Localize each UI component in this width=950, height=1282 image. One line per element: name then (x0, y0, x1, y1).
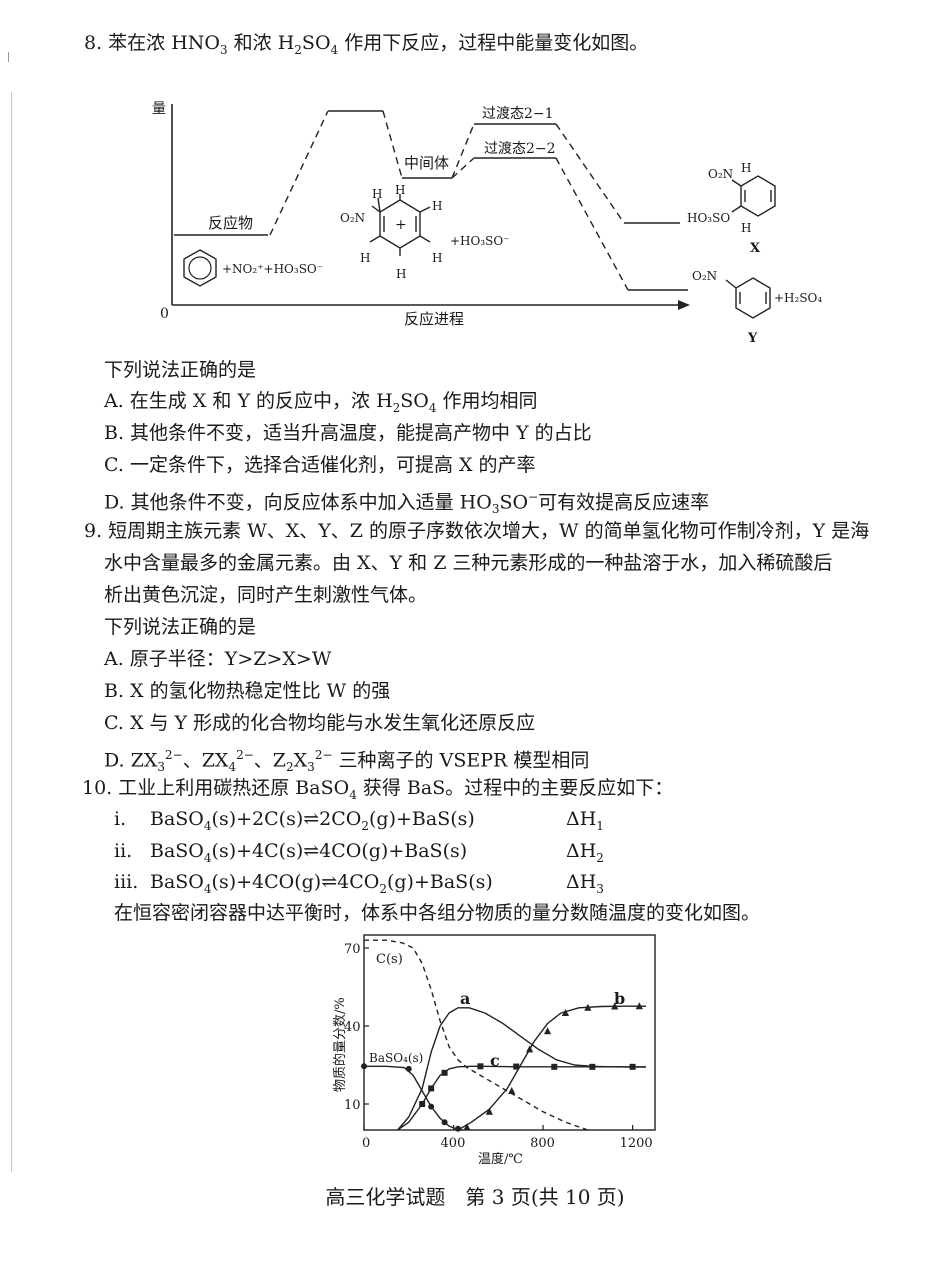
left-margin-line (11, 92, 12, 1172)
series-label-b: b (614, 989, 625, 1008)
y-o2n: O₂N (692, 269, 717, 283)
square-marker (441, 1069, 448, 1076)
chart-xlabel: 温度/℃ (478, 1151, 523, 1167)
reactant-label: 反应物 (208, 214, 253, 232)
q10-stem: 10. 工业上利用碳热还原 BaSO4 获得 BaS。过程中的主要反应如下： (82, 777, 674, 802)
ts1-rise (269, 110, 329, 236)
y-tick-label: 10 (344, 1098, 361, 1113)
series-label-a: a (460, 989, 470, 1008)
y-h2so4: +H₂SO₄ (774, 291, 822, 305)
q10-chart-intro: 在恒容密闭容器中达平衡时，体系中各组分物质的量分数随温度的变化如图。 (114, 902, 761, 924)
energy-axis-label: 量 (152, 101, 166, 117)
series-label-c: C(s) (376, 952, 403, 967)
q9-option-d: D. ZX32−、ZX42−、Z2X32− 三种离子的 VSEPR 模型相同 (104, 748, 590, 775)
x-label: X (750, 241, 761, 256)
q9-prompt: 下列说法正确的是 (104, 616, 257, 638)
sigma-h-left: H (360, 251, 370, 265)
series-label-c-line: c (490, 1051, 500, 1070)
energy-diagram: 量 0 反应进程 反应物 中间体 过渡态2−1 过渡态2−2 +NO₂⁺+HO₃… (152, 101, 822, 346)
circle-marker (455, 1125, 462, 1132)
sigma-extra: +HO₃SO⁻ (450, 234, 510, 248)
ts22-label: 过渡态2−2 (484, 141, 556, 157)
ts1-fall (382, 110, 403, 179)
intermediate-label: 中间体 (404, 154, 449, 172)
sigma-plus: + (395, 217, 407, 233)
ts21-label: 过渡态2−1 (482, 106, 554, 122)
q9-option-b: B. X 的氢化物热稳定性比 W 的强 (104, 680, 391, 702)
square-marker (419, 1101, 426, 1107)
sigma-h-right1: H (432, 199, 442, 213)
series-line-4 (364, 1065, 463, 1131)
ts21-rise (451, 123, 475, 179)
ts22-rise (451, 157, 475, 179)
triangle-marker (611, 1002, 619, 1010)
product-y-structure (725, 277, 771, 319)
plot-frame (363, 934, 656, 1131)
q9-option-a: A. 原子半径：Y>Z>X>W (104, 648, 332, 670)
reactant-formula: +NO₂⁺+HO₃SO⁻ (222, 262, 323, 276)
square-marker (477, 1063, 484, 1070)
page-footer: 高三化学试题 第 3 页(共 10 页) (325, 1185, 625, 1209)
sigma-complex (369, 194, 431, 256)
square-marker (428, 1085, 435, 1092)
triangle-marker (561, 1009, 570, 1016)
circle-marker (361, 1063, 367, 1070)
x-tick-label: 400 (441, 1136, 466, 1151)
square-marker (551, 1063, 558, 1070)
series-line-3 (397, 1065, 646, 1131)
x-tick-label: 0 (362, 1136, 370, 1151)
series-label-baso4: BaSO₄(s) (369, 1051, 423, 1065)
circle-marker (441, 1119, 448, 1126)
origin-label: 0 (160, 306, 169, 322)
triangle-marker (485, 1107, 493, 1115)
triangle-marker (543, 1027, 552, 1035)
sigma-o2n: O₂N (340, 211, 365, 225)
sigma-h-top: H (395, 183, 405, 197)
q9-stem-line1: 9. 短周期主族元素 W、X、Y、Z 的原子序数依次增大，W 的简单氢化物可作制… (84, 520, 870, 542)
q8-stem: 8. 苯在浓 HNO3 和浓 H2SO4 作用下反应，过程中能量变化如图。 (84, 32, 649, 57)
q9-stem-line3: 析出黄色沉淀，同时产生刺激性气体。 (104, 584, 428, 606)
x-tick-label: 1200 (620, 1136, 653, 1151)
triangle-marker (508, 1087, 516, 1094)
ts21-fall (555, 123, 625, 224)
circle-marker (428, 1103, 435, 1110)
q8-option-d: D. 其他条件不变，向反应体系中加入适量 HO3SO−可有效提高反应速率 (104, 490, 710, 517)
energy-x-arrow (678, 300, 690, 310)
square-marker (513, 1063, 520, 1070)
square-marker (629, 1063, 636, 1070)
y-tick-label: 70 (344, 942, 361, 957)
x-h-top: H (741, 161, 751, 175)
x-o2n: O₂N (708, 167, 733, 181)
square-marker (589, 1063, 596, 1070)
x-tick-label: 800 (530, 1136, 555, 1151)
q8-option-a: A. 在生成 X 和 Y 的反应中，浓 H2SO4 作用均相同 (104, 390, 538, 415)
y-label: Y (747, 331, 758, 346)
y-tick-label: 40 (344, 1020, 361, 1035)
triangle-marker (526, 1045, 534, 1053)
x-h-bottom: H (741, 221, 751, 235)
triangle-marker (584, 1003, 592, 1011)
energy-xlabel: 反应进程 (404, 310, 464, 328)
chart-ylabel: 物质的量分数/% (332, 997, 348, 1092)
benzene-ring (183, 249, 217, 287)
series-line-0 (364, 939, 589, 1131)
product-x-structure (731, 175, 776, 217)
sigma-h-bottom: H (396, 267, 406, 281)
q9-stem-line2: 水中含量最多的金属元素。由 X、Y 和 Z 三种元素形成的一种盐溶于水，加入稀硫… (104, 552, 833, 574)
sigma-h-sp3: H (372, 187, 382, 201)
triangle-marker (635, 1002, 643, 1010)
q8-prompt: 下列说法正确的是 (104, 359, 257, 381)
circle-marker (405, 1065, 412, 1072)
q8-option-c: C. 一定条件下，选择合适催化剂，可提高 X 的产率 (104, 454, 536, 476)
sigma-h-right2: H (432, 251, 442, 265)
margin-tick (8, 52, 9, 62)
mole-fraction-chart: 0 400 800 1200 10 40 70 C(s) a b c BaSO₄(s) 温度… (332, 934, 656, 1167)
triangle-marker (463, 1123, 471, 1131)
x-ho3so: HO₃SO (687, 211, 730, 225)
series-line-2 (457, 1005, 646, 1131)
q9-option-c: C. X 与 Y 形成的化合物均能与水发生氧化还原反应 (104, 712, 536, 734)
ts22-fall (555, 157, 629, 291)
q8-option-b: B. 其他条件不变，适当升高温度，能提高产物中 Y 的占比 (104, 422, 592, 444)
